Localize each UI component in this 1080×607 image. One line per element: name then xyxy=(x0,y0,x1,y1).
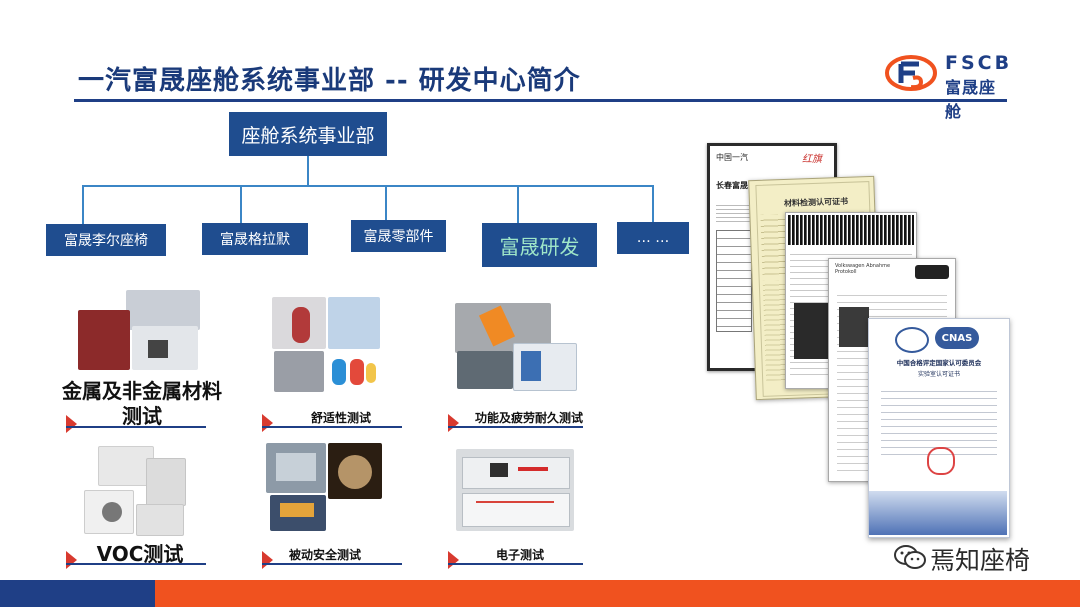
material-cert-title: 材料检测认可证书 xyxy=(784,196,848,209)
wechat-icon xyxy=(893,544,927,570)
caption-bullet-icon xyxy=(262,551,273,569)
caption-bullet-icon xyxy=(448,551,459,569)
faw-cert-title: 长春富晟 xyxy=(716,180,748,191)
metal-test-photo xyxy=(78,290,200,372)
cnas-cert-title: 中国合格评定国家认可委员会 xyxy=(873,357,1005,367)
passive-safety-caption: 被动安全测试 xyxy=(284,546,366,563)
org-connector-drop xyxy=(652,185,654,222)
org-connector-drop xyxy=(240,185,242,223)
fscb-logo-icon xyxy=(885,54,937,92)
caption-underline xyxy=(262,563,402,565)
org-connector-vertical xyxy=(307,156,309,186)
org-child-box: 富晟零部件 xyxy=(351,220,446,252)
function-test-photo xyxy=(455,303,575,389)
caption-bullet-icon xyxy=(262,414,273,432)
org-root-box: 座舱系统事业部 xyxy=(229,112,387,156)
cnas-cert-subtitle: 实验室认可证书 xyxy=(873,369,1005,378)
logo-text-cn: 富晟座舱 xyxy=(945,74,1010,122)
footer-band-orange xyxy=(155,580,1080,607)
vw-protocol-caption: Volkswagen Abnahme Protokoll xyxy=(835,263,895,275)
function-test-caption: 功能及疲劳耐久测试 xyxy=(475,409,579,426)
org-connector-drop xyxy=(82,185,84,224)
title-divider xyxy=(74,99,1007,102)
metal-test-caption: 金属及非金属材料 测试 xyxy=(58,379,226,429)
org-connector-horizontal xyxy=(82,185,653,187)
logo-text-en: FSCB xyxy=(945,52,1012,74)
org-child-box: 富晟李尔座椅 xyxy=(46,224,166,256)
caption-underline xyxy=(66,563,206,565)
source-watermark: 焉知座椅 xyxy=(930,541,1030,577)
faw-brand-label: 中国一汽 xyxy=(716,152,748,163)
electronic-test-photo xyxy=(456,449,574,531)
org-child-box: … … xyxy=(617,222,689,254)
caption-bullet-icon xyxy=(66,415,77,433)
org-connector-drop xyxy=(517,185,519,223)
org-child-box: 富晟格拉默 xyxy=(202,223,308,255)
caption-bullet-icon xyxy=(66,551,77,569)
comfort-test-photo xyxy=(272,297,380,392)
org-child-box-rnd: 富晟研发 xyxy=(482,223,597,267)
caption-underline xyxy=(262,426,402,428)
comfort-test-caption: 舒适性测试 xyxy=(300,409,382,426)
org-connector-drop xyxy=(385,185,387,220)
cnas-logo: CNAS xyxy=(935,327,979,349)
electronic-test-caption: 电子测试 xyxy=(490,546,550,563)
caption-bullet-icon xyxy=(448,414,459,432)
footer-band-blue xyxy=(0,580,155,607)
passive-safety-photo xyxy=(266,443,382,531)
caption-underline xyxy=(448,563,583,565)
page-title: 一汽富晟座舱系统事业部 -- 研发中心简介 xyxy=(78,60,581,97)
caption-underline xyxy=(66,426,206,428)
hongqi-label: 红旗 xyxy=(802,150,822,165)
voc-test-photo xyxy=(84,446,184,536)
caption-underline xyxy=(448,426,583,428)
cnas-certificate: CNAS 中国合格评定国家认可委员会 实验室认可证书 xyxy=(868,318,1010,538)
company-logo: FSCB 富晟座舱 xyxy=(885,50,1010,96)
